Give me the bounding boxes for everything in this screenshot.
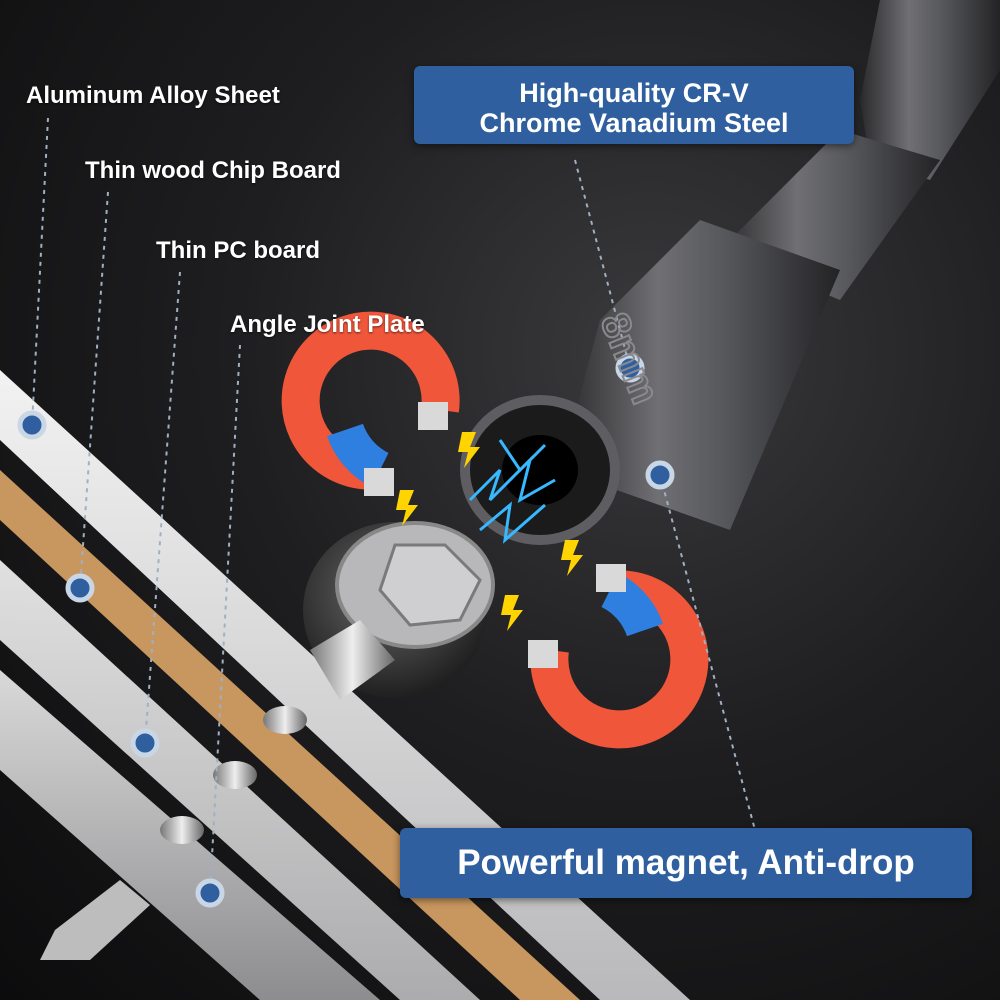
leader-lines	[31, 117, 756, 894]
label-thin-wood-chip-board: Thin wood Chip Board	[85, 157, 341, 184]
lightning-icons	[396, 432, 583, 631]
material-callout-line2: Chrome Vanadium Steel	[479, 108, 789, 138]
screw-row	[40, 706, 307, 960]
label-angle-joint-plate: Angle Joint Plate	[230, 311, 425, 338]
label-aluminum-alloy-sheet: Aluminum Alloy Sheet	[26, 82, 280, 109]
socket-driver	[460, 0, 1000, 545]
electric-spark	[468, 439, 556, 544]
magnet-top-left	[281, 311, 460, 496]
material-callout: High-quality CR-V Chrome Vanadium Steel	[414, 66, 854, 144]
label-thin-pc-board: Thin PC board	[156, 237, 320, 264]
magnet-bottom-right	[528, 564, 709, 749]
magnet-callout: Powerful magnet, Anti-drop	[400, 828, 972, 898]
leader-dots	[17, 353, 675, 908]
material-callout-line1: High-quality CR-V	[519, 78, 749, 108]
hex-bolt	[303, 521, 495, 700]
